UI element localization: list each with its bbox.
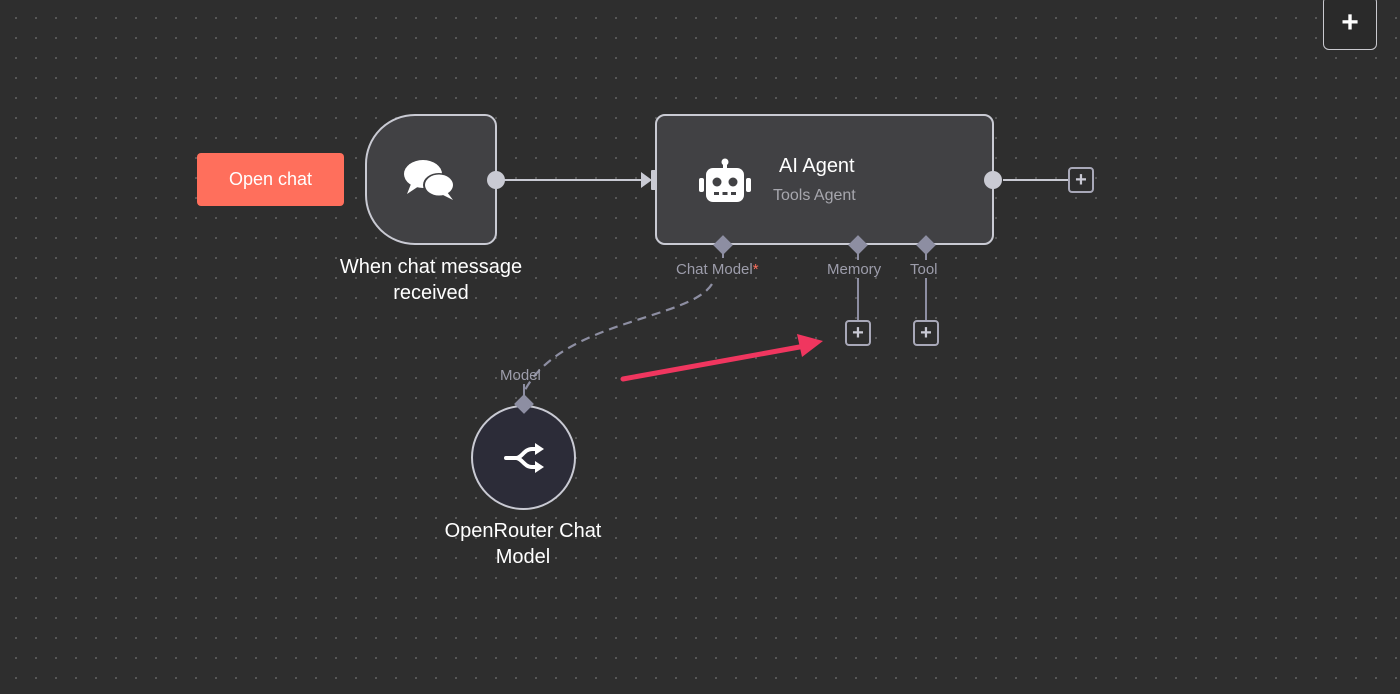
open-chat-button[interactable]: Open chat <box>197 153 344 206</box>
plus-icon: + <box>1341 6 1359 39</box>
model-connection-line[interactable] <box>523 283 713 393</box>
agent-subtitle: Tools Agent <box>773 187 856 204</box>
openrouter-chat-model-node[interactable] <box>471 405 576 510</box>
trigger-node-label: When chat message received <box>339 256 523 304</box>
memory-port-label: Memory <box>827 261 882 278</box>
plus-icon: + <box>852 322 864 344</box>
model-node-label: OpenRouter Chat Model <box>444 520 602 568</box>
agent-output-handle[interactable] <box>984 171 1002 189</box>
required-marker: * <box>752 261 759 278</box>
plus-icon: + <box>920 322 932 344</box>
add-memory-button[interactable]: + <box>845 320 871 346</box>
agent-title: AI Agent <box>779 155 855 177</box>
ai-agent-node[interactable]: AI Agent Tools Agent <box>655 114 994 245</box>
robot-icon <box>699 158 751 202</box>
chat-model-port-label: Chat Model* <box>676 261 759 278</box>
plus-icon: + <box>1075 169 1087 191</box>
agent-output-add-button[interactable]: + <box>1068 167 1094 193</box>
add-tool-button[interactable]: + <box>913 320 939 346</box>
chat-bubbles-icon <box>404 159 455 200</box>
tool-port-label: Tool <box>910 261 938 278</box>
openrouter-icon <box>503 442 544 473</box>
annotation-arrow-head <box>797 334 823 357</box>
model-port-label: Model <box>500 367 541 384</box>
add-node-button[interactable]: + <box>1323 0 1377 50</box>
open-chat-label: Open chat <box>228 169 313 189</box>
annotation-arrow-line <box>620 343 808 382</box>
chat-trigger-node[interactable] <box>365 114 497 245</box>
trigger-output-handle[interactable] <box>487 171 505 189</box>
